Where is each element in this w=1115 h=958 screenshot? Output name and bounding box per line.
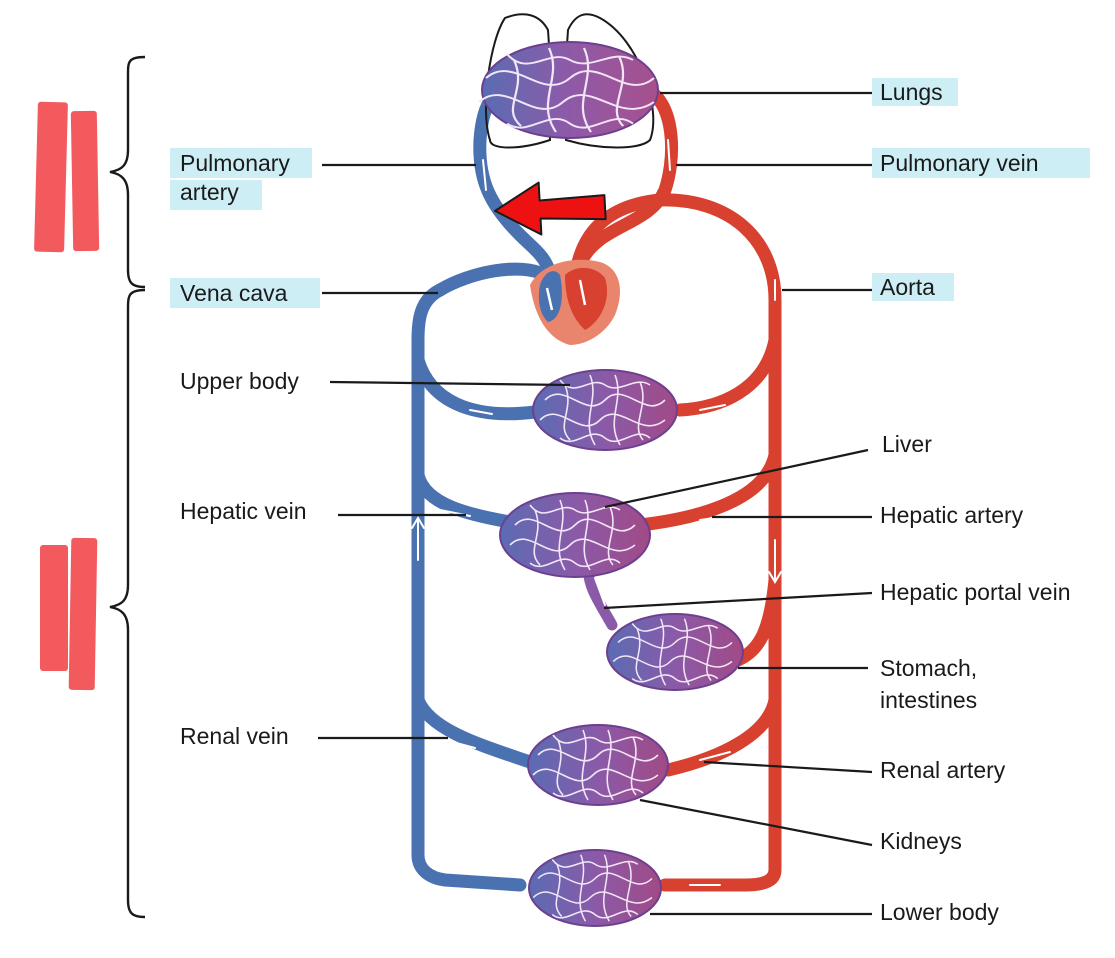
highlight-aorta xyxy=(872,273,954,301)
label-stomach-line2: intestines xyxy=(880,687,977,713)
capillary-bed-intestines xyxy=(606,613,744,691)
highlight-pulmonary-artery-1 xyxy=(170,148,312,178)
capillary-bed-upper-body xyxy=(532,369,678,451)
highlight-pulmonary-artery-2 xyxy=(170,180,262,210)
label-renal-artery: Renal artery xyxy=(880,757,1006,783)
label-kidneys: Kidneys xyxy=(880,828,962,854)
vessel-network xyxy=(411,78,782,892)
label-hepatic-vein: Hepatic vein xyxy=(180,498,307,524)
label-upper-body: Upper body xyxy=(180,368,299,394)
label-lungs: Lungs xyxy=(880,79,943,105)
heart-illustration xyxy=(530,259,620,345)
label-stomach-line1: Stomach, xyxy=(880,655,977,681)
label-hepatic-artery: Hepatic artery xyxy=(880,502,1024,528)
pulmonary-brace xyxy=(109,55,146,289)
capillary-bed-liver xyxy=(499,492,651,578)
leader-lines xyxy=(318,91,873,916)
capillary-bed-lower-body xyxy=(528,849,662,927)
lungs-illustration xyxy=(477,13,659,149)
label-renal-vein: Renal vein xyxy=(180,723,289,749)
label-liver: Liver xyxy=(882,431,932,457)
capillary-bed-kidneys xyxy=(527,724,669,806)
label-pulmonary-artery-line2: artery xyxy=(180,179,239,205)
highlight-vena-cava xyxy=(170,278,320,308)
highlight-lungs xyxy=(872,78,958,106)
label-lower-body: Lower body xyxy=(880,899,999,925)
highlight-pulmonary-vein xyxy=(872,148,1090,178)
pulmonary-loop-marker xyxy=(34,101,100,253)
systemic-loop-marker xyxy=(40,537,98,691)
label-aorta: Aorta xyxy=(880,274,935,300)
label-pulmonary-artery-line1: Pulmonary xyxy=(180,150,290,176)
annotation-arrow xyxy=(494,181,607,236)
label-hepatic-portal-vein: Hepatic portal vein xyxy=(880,579,1071,605)
label-pulmonary-vein: Pulmonary vein xyxy=(880,150,1039,176)
systemic-brace xyxy=(109,288,146,919)
label-vena-cava: Vena cava xyxy=(180,280,288,306)
